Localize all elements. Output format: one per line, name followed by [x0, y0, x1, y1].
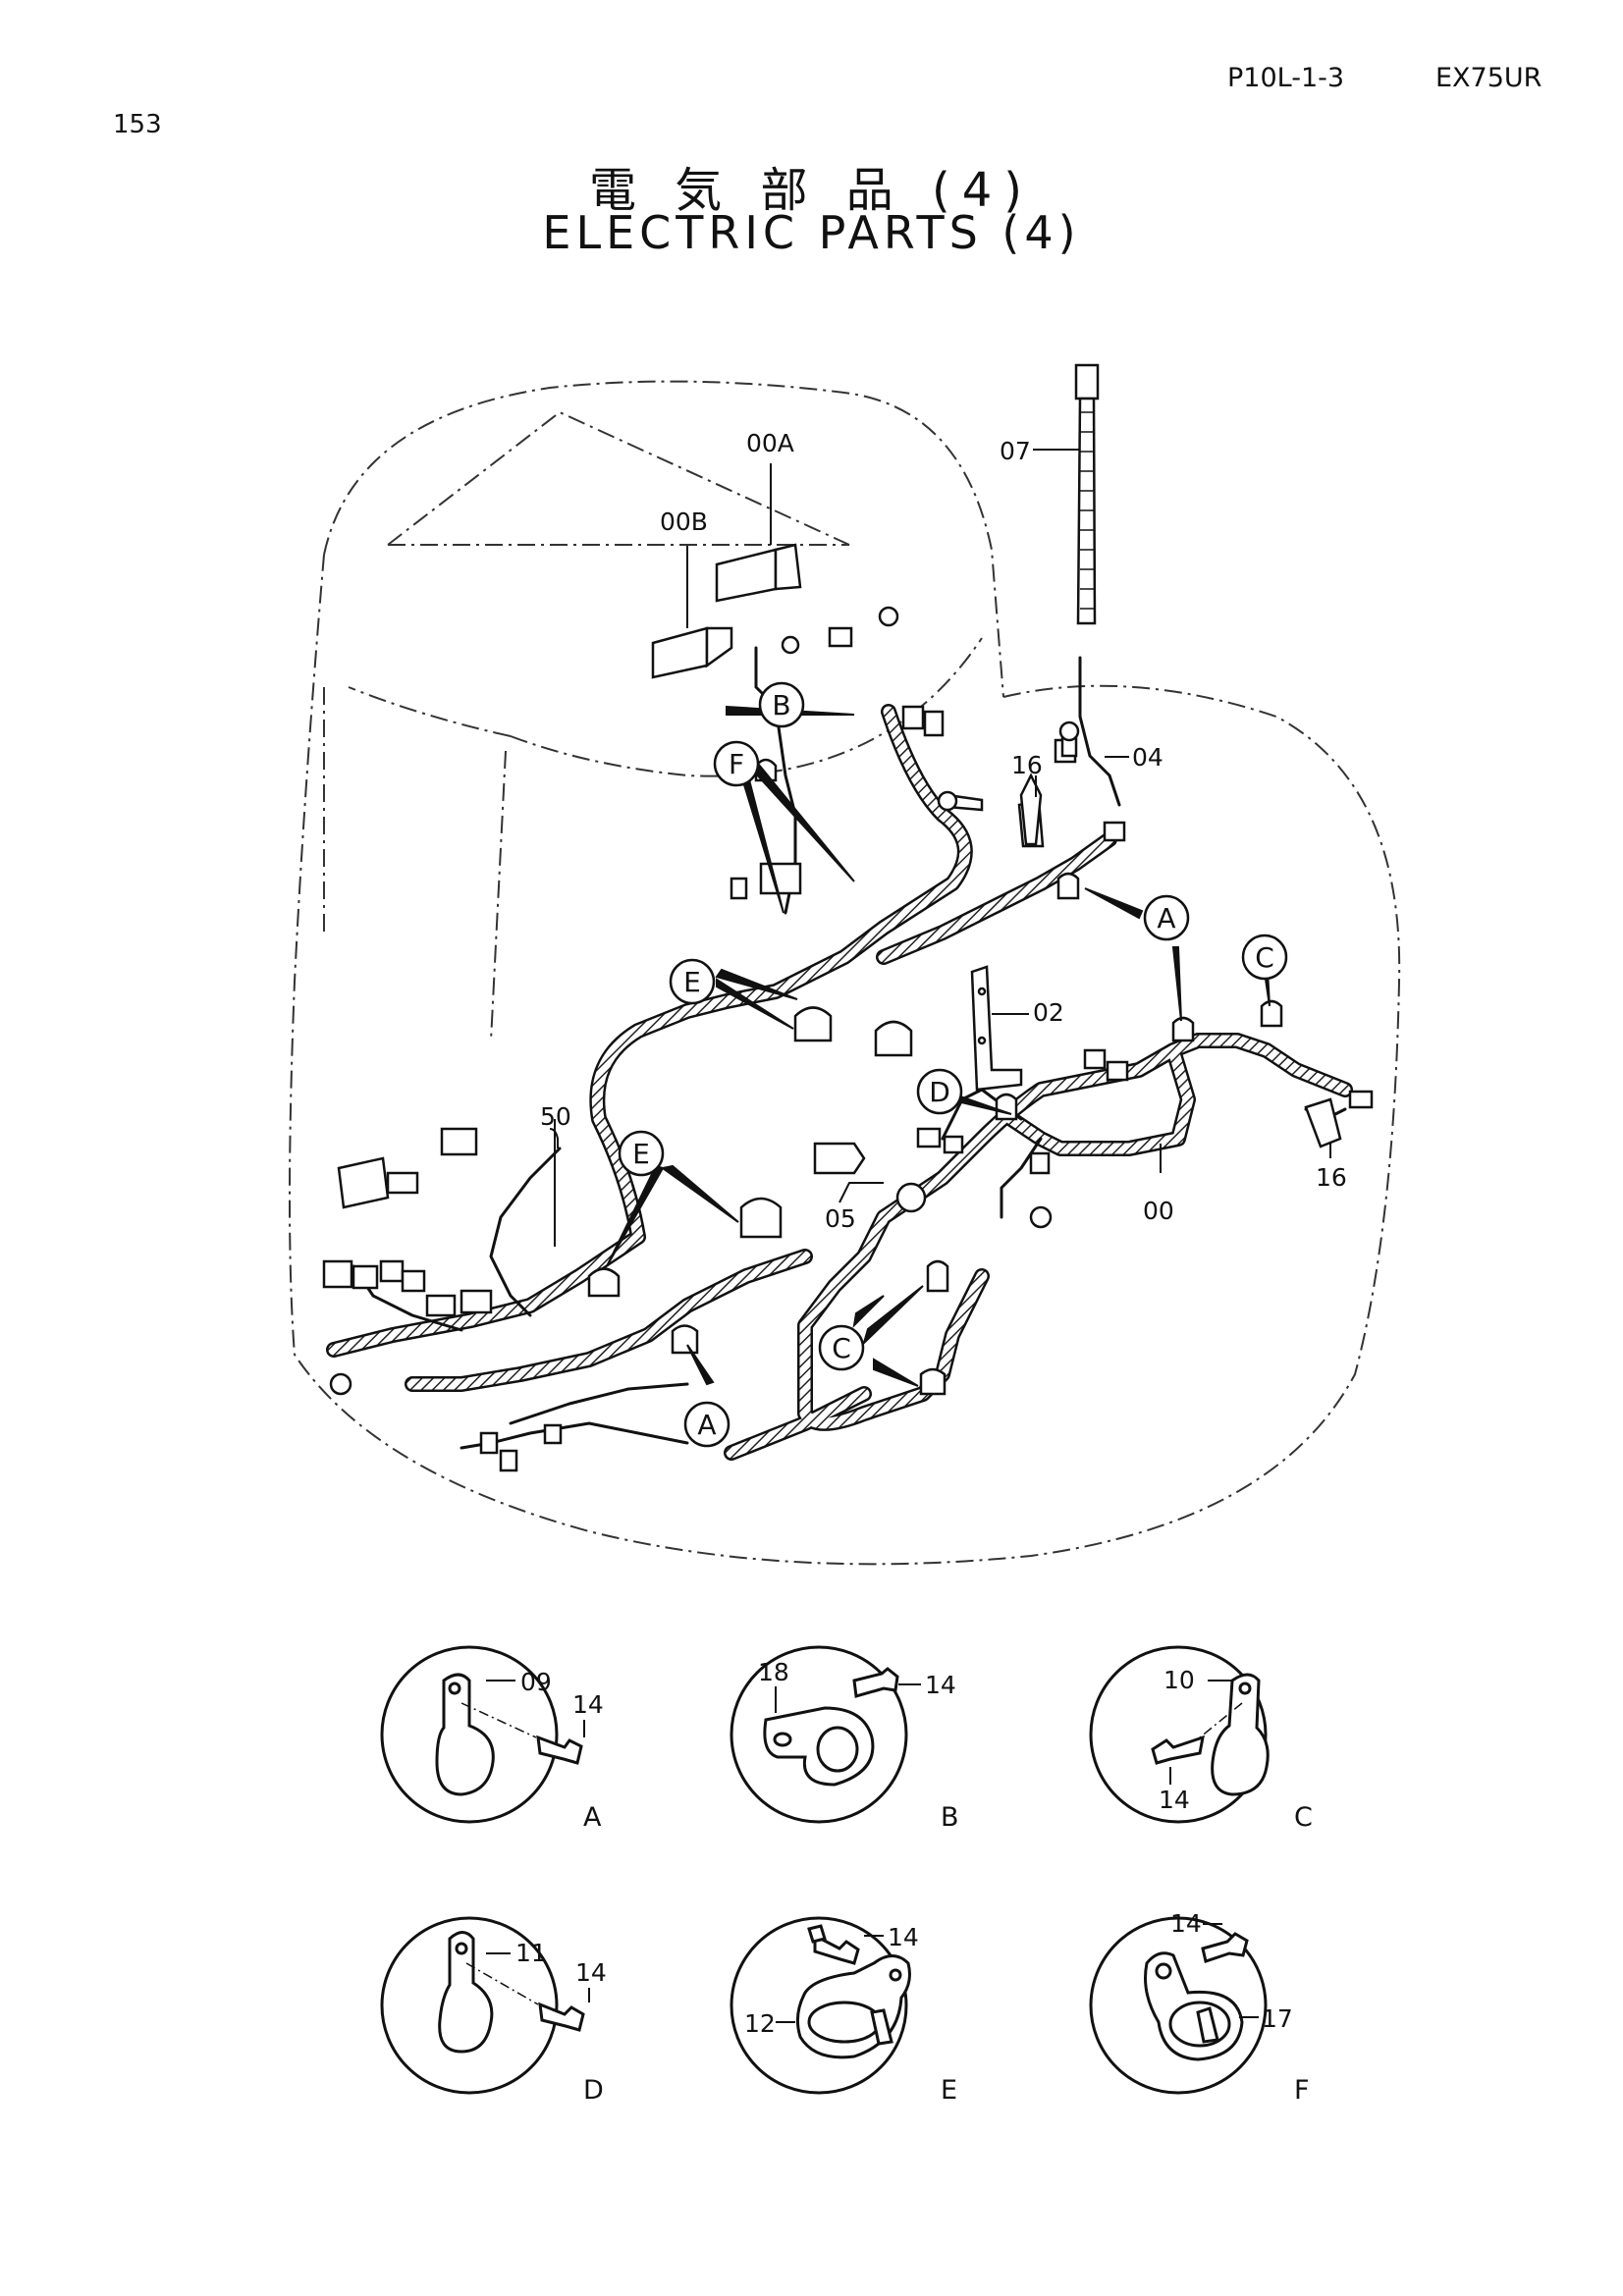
- title-english: ELECTRIC PARTS (4): [542, 206, 1081, 259]
- detail-C: 10 14 C: [1089, 1645, 1313, 1833]
- ref-F: F: [729, 748, 744, 780]
- callout-16-lower: 16: [1316, 1163, 1347, 1192]
- detail-F-label: F: [1294, 2075, 1310, 2106]
- detail-F-part1: 14: [1170, 1909, 1202, 1938]
- detail-C-part1: 10: [1163, 1666, 1195, 1694]
- leader-lines: [549, 449, 1331, 1247]
- callout-00A: 00A: [746, 429, 794, 457]
- detail-F: 14 17 F: [1089, 1909, 1310, 2106]
- reference-letters: B F E A C D E A C: [632, 689, 1274, 1441]
- ref-A-right: A: [1157, 902, 1175, 934]
- detail-D-label: D: [583, 2075, 604, 2106]
- detail-E-part2: 12: [744, 2009, 776, 2038]
- callout-04: 04: [1132, 743, 1163, 772]
- ref-A-lower: A: [697, 1409, 716, 1441]
- detail-B-part2: 14: [925, 1671, 956, 1699]
- callout-16-upper: 16: [1011, 751, 1043, 779]
- cable-tie: [1074, 363, 1100, 625]
- part-callouts: 00A 00B 07 04 16 02 50 05 00 16: [540, 429, 1347, 1233]
- pointer-wedges: [606, 705, 1271, 1387]
- wire-harness: [326, 646, 1353, 1461]
- detail-D: 11 14 D: [380, 1916, 607, 2106]
- ref-D: D: [929, 1076, 950, 1108]
- ref-E-upper: E: [683, 966, 701, 998]
- detail-C-part2: 14: [1159, 1786, 1190, 1814]
- page-code: P10L-1-3: [1227, 63, 1345, 93]
- detail-A-part2: 14: [572, 1690, 604, 1719]
- detail-E: 14 12 E: [730, 1916, 957, 2106]
- callout-00B: 00B: [660, 507, 708, 536]
- detail-E-part1: 14: [888, 1923, 919, 1951]
- detail-D-part1: 11: [515, 1939, 547, 1967]
- callout-00: 00: [1143, 1197, 1174, 1225]
- reference-circles: [618, 681, 1288, 1448]
- connectors: [322, 543, 1374, 1472]
- detail-E-label: E: [941, 2075, 957, 2106]
- title-japanese: 電 気 部 品 (4): [588, 163, 1035, 218]
- callout-05: 05: [825, 1204, 856, 1233]
- ref-E-lower: E: [632, 1138, 650, 1170]
- detail-A-label: A: [583, 1802, 602, 1833]
- ref-B: B: [772, 689, 790, 721]
- detail-D-part2: 14: [575, 1958, 607, 1987]
- callout-50: 50: [540, 1102, 571, 1131]
- detail-B: 18 14 B: [730, 1645, 959, 1833]
- model-code: EX75UR: [1435, 63, 1542, 93]
- detail-A-part1: 09: [520, 1668, 552, 1696]
- detail-B-label: B: [941, 1802, 959, 1833]
- callout-07: 07: [1000, 437, 1031, 465]
- page-number: 153: [113, 110, 162, 139]
- callout-02: 02: [1033, 998, 1064, 1027]
- detail-B-part1: 18: [758, 1658, 789, 1686]
- ref-C-right: C: [1255, 941, 1274, 974]
- bracket-and-bolts: [937, 721, 1080, 1092]
- ref-C-lower: C: [832, 1332, 851, 1364]
- detail-C-label: C: [1294, 1802, 1313, 1833]
- detail-A: 09 14 A: [380, 1645, 604, 1833]
- detail-F-part2: 17: [1262, 2004, 1293, 2033]
